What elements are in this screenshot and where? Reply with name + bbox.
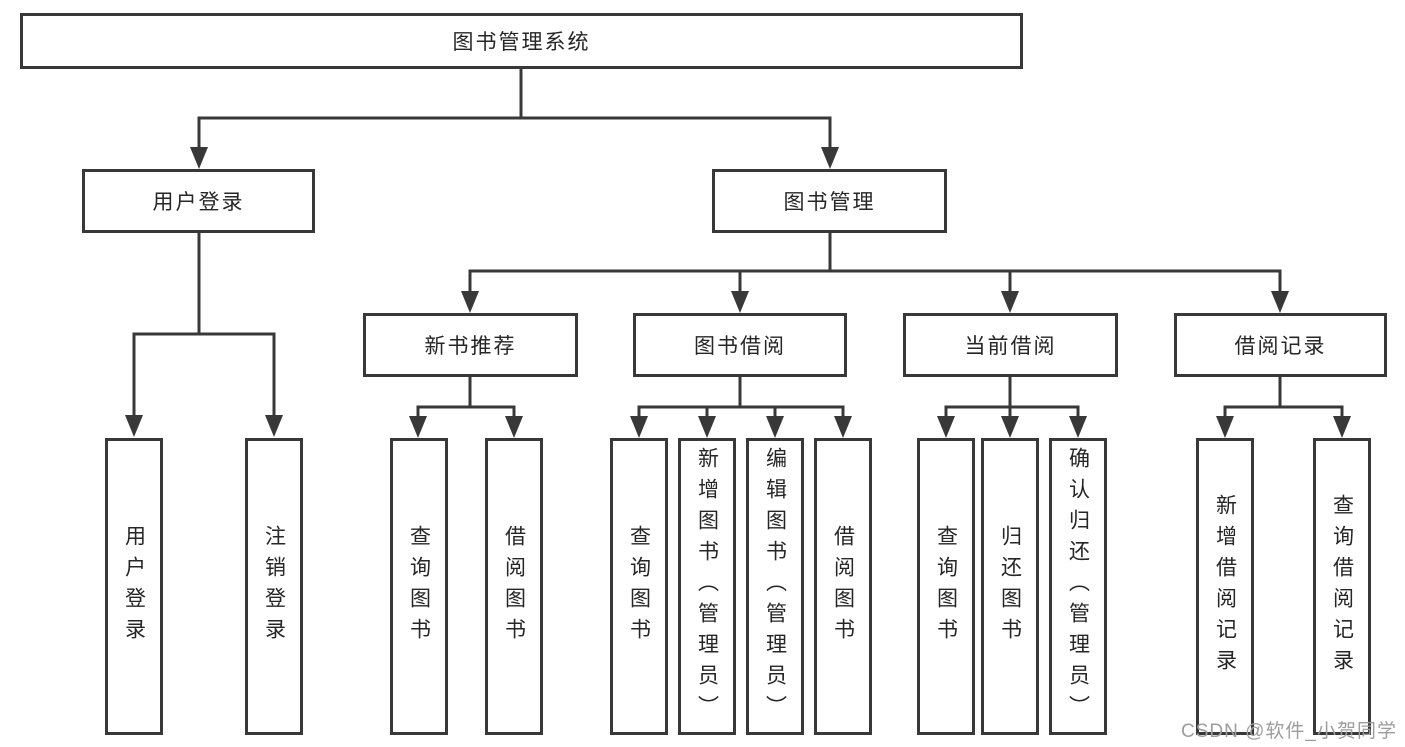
node-current-borrowing: 当前借阅 [903,313,1118,377]
node-new-book-recommend: 新书推荐 [363,313,578,377]
node-label: 查询借阅记录 [1330,493,1354,680]
node-label: 归还图书 [998,524,1022,649]
node-label: 借阅图书 [831,524,855,649]
node-label: 用户登录 [122,524,146,649]
connector-root-to-level1 [190,67,839,169]
node-label: 新增图书（管理员） [695,447,719,726]
node-confirm-return-admin: 确认归还（管理员） [1049,438,1107,735]
node-return-book: 归还图书 [981,438,1039,735]
node-label: 查询图书 [627,524,651,649]
node-label: 查询图书 [934,524,958,649]
node-label: 新增借阅记录 [1213,493,1237,680]
connector-newbook-children [409,375,523,438]
node-label: 注销登录 [262,524,286,649]
connector-bookmgmt-children [461,231,1289,313]
connector-borrowrec-children [1216,375,1351,438]
node-borrowing-records: 借阅记录 [1174,313,1387,377]
node-borrow-books-2: 借阅图书 [814,438,872,735]
node-add-borrow-record: 新增借阅记录 [1196,438,1254,735]
node-book-management: 图书管理 [712,169,947,233]
node-query-borrow-record: 查询借阅记录 [1313,438,1371,735]
node-logout: 注销登录 [245,438,303,735]
node-query-books-2: 查询图书 [610,438,668,735]
csdn-watermark: CSDN @软件_小贺同学 [1181,721,1397,742]
node-query-books-3: 查询图书 [917,438,975,735]
node-edit-book-admin: 编辑图书（管理员） [746,438,804,735]
node-label: 查询图书 [407,524,431,649]
node-root: 图书管理系统 [20,13,1023,69]
node-user-login: 用户登录 [82,169,315,233]
connector-bookborrow-children [630,375,852,438]
connector-userlogin-children [125,231,283,437]
node-label: 借阅图书 [502,524,526,649]
node-user-login-leaf: 用户登录 [105,438,163,735]
node-add-book-admin: 新增图书（管理员） [678,438,736,735]
node-label: 编辑图书（管理员） [763,447,787,726]
node-borrow-books-1: 借阅图书 [485,438,543,735]
node-label: 确认归还（管理员） [1066,447,1090,726]
node-query-books-1: 查询图书 [390,438,448,735]
connector-currborrow-children [937,375,1087,438]
node-book-borrowing: 图书借阅 [633,313,847,377]
